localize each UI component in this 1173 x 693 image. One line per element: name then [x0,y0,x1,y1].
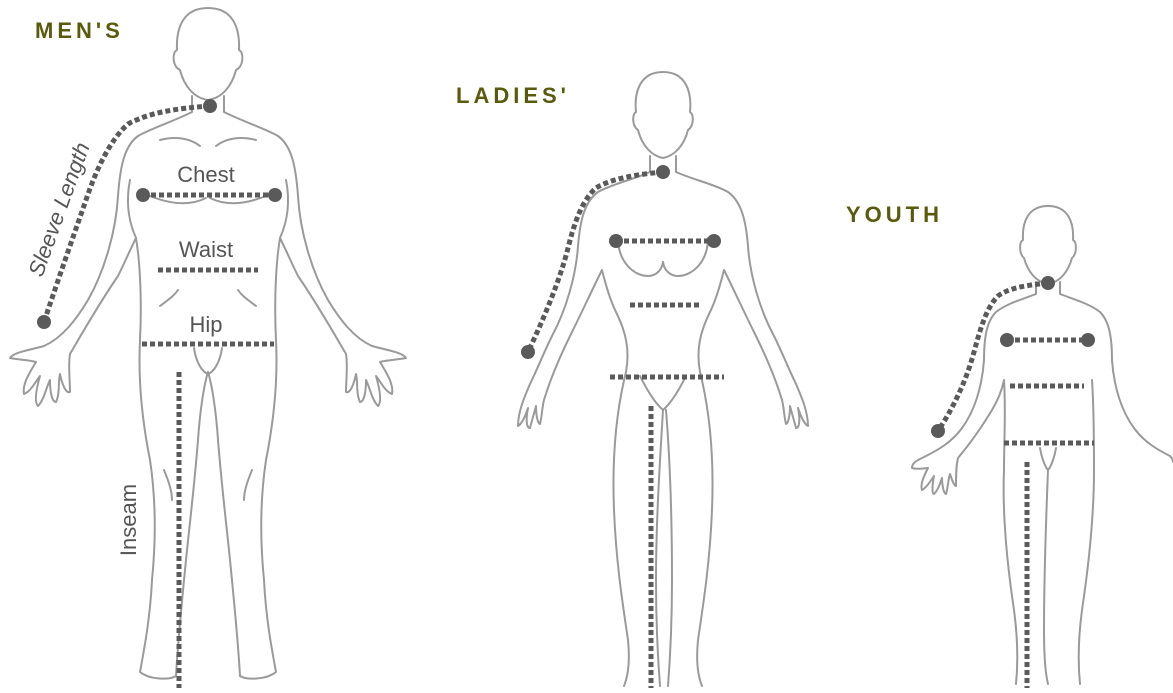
mens-neck-dot [203,99,217,113]
youth-measure-dots [931,276,1095,438]
mens-chest-left-dot [136,188,150,202]
sleeve-length-label: Sleeve Length [23,139,95,280]
mens-heading: MEN'S [35,18,124,44]
ladies-neck-dot [656,165,670,179]
youth-body-outline [912,206,1173,684]
ladies-figure [518,72,808,688]
youth-wrist-dot [931,424,945,438]
hip-label: Hip [189,312,222,337]
ladies-chest-left-dot [609,234,623,248]
youth-heading: YOUTH [846,202,943,228]
ladies-wrist-dot [521,345,535,359]
ladies-measure-dots [521,165,721,359]
waist-label: Waist [179,237,233,262]
inseam-label: Inseam [116,484,141,556]
mens-measure-lines [44,106,275,688]
chest-label: Chest [177,162,234,187]
youth-neck-dot [1041,276,1055,290]
ladies-heading: LADIES' [456,83,570,109]
mens-figure: Chest Waist Hip Sleeve Length Inseam [10,8,406,688]
youth-chest-right-dot [1081,333,1095,347]
ladies-measure-lines [528,172,724,688]
ladies-chest-right-dot [707,234,721,248]
mens-chest-right-dot [268,188,282,202]
mens-wrist-dot [37,315,51,329]
ladies-sleeve-line [528,172,663,352]
youth-figure [912,206,1173,688]
youth-chest-left-dot [1000,333,1014,347]
mens-measure-dots [37,99,282,329]
